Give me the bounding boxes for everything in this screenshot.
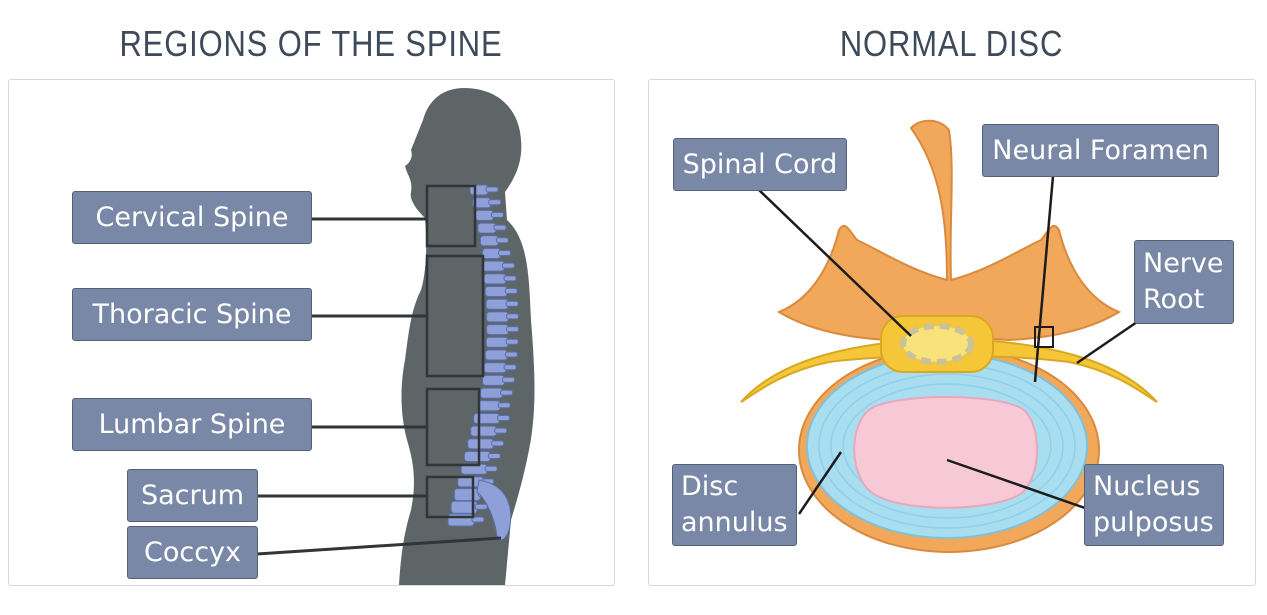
nucleus-pulposus <box>854 397 1037 508</box>
vertebra <box>474 413 500 423</box>
nerve-root-label: Nerve Root <box>1134 240 1234 324</box>
vertebra <box>483 248 501 258</box>
sacrum-label: Sacrum <box>127 469 258 522</box>
vertebra <box>486 337 508 347</box>
spinous-process <box>485 466 497 471</box>
lumbar-spine-label: Lumbar Spine <box>72 398 312 451</box>
neural-foramen-label: Neural Foramen <box>982 124 1219 177</box>
spinous-process <box>504 276 516 281</box>
spinous-process <box>486 187 498 192</box>
vertebra <box>454 489 480 501</box>
vertebra <box>471 426 497 436</box>
spinous-process <box>492 441 504 446</box>
vertebra <box>468 439 494 449</box>
vertebra <box>483 375 505 385</box>
normal-disc-panel: Spinal Cord Neural Foramen Nerve Root Di… <box>648 79 1256 586</box>
nucleus-pulposus-label: Nucleus pulposus <box>1084 464 1224 546</box>
spinous-process <box>506 339 518 344</box>
spinous-process <box>498 403 510 408</box>
vertebra <box>484 363 506 373</box>
nerve-root-leader <box>1077 322 1137 363</box>
spinous-process <box>489 200 501 205</box>
spine-regions-title: REGIONS OF THE SPINE <box>50 20 571 68</box>
spinous-process <box>505 289 517 294</box>
spinous-process <box>496 238 508 243</box>
spinous-process <box>491 212 503 217</box>
spinous-process <box>505 352 517 357</box>
disc-annulus-label: Disc annulus <box>672 464 797 546</box>
vertebra <box>481 388 503 398</box>
spinous-process <box>494 225 506 230</box>
cervical-spine-label: Cervical Spine <box>72 191 312 244</box>
thoracic-spine-label: Thoracic Spine <box>72 288 312 341</box>
spinous-process <box>504 365 516 370</box>
vertebra <box>480 236 498 246</box>
spinous-process <box>488 454 500 459</box>
vertebra <box>464 452 490 462</box>
vertebra <box>487 325 509 335</box>
spine-regions-panel: Cervical Spine Thoracic Spine Lumbar Spi… <box>8 79 615 586</box>
vertebra <box>478 223 496 233</box>
spinous-process <box>501 390 513 395</box>
cord-grey-matter <box>903 326 971 362</box>
vertebra <box>485 350 507 360</box>
vertebra <box>484 274 506 284</box>
coccyx-label: Coccyx <box>127 526 258 579</box>
spinous-process <box>503 377 515 382</box>
spinous-process <box>475 504 487 509</box>
spinous-process <box>495 428 507 433</box>
vertebra <box>478 401 500 411</box>
spinous-process <box>499 250 511 255</box>
spinous-process <box>498 415 510 420</box>
vertebra <box>485 287 507 297</box>
vertebra <box>475 210 493 220</box>
spinal-cord-label: Spinal Cord <box>673 138 847 191</box>
vertebra <box>487 312 509 322</box>
spinous-process <box>502 263 514 268</box>
spinous-process <box>507 327 519 332</box>
vertebra <box>482 261 504 271</box>
spinous-process <box>506 301 518 306</box>
spinous-process <box>507 314 519 319</box>
vertebra <box>486 299 508 309</box>
normal-disc-title: NORMAL DISC <box>690 20 1212 68</box>
